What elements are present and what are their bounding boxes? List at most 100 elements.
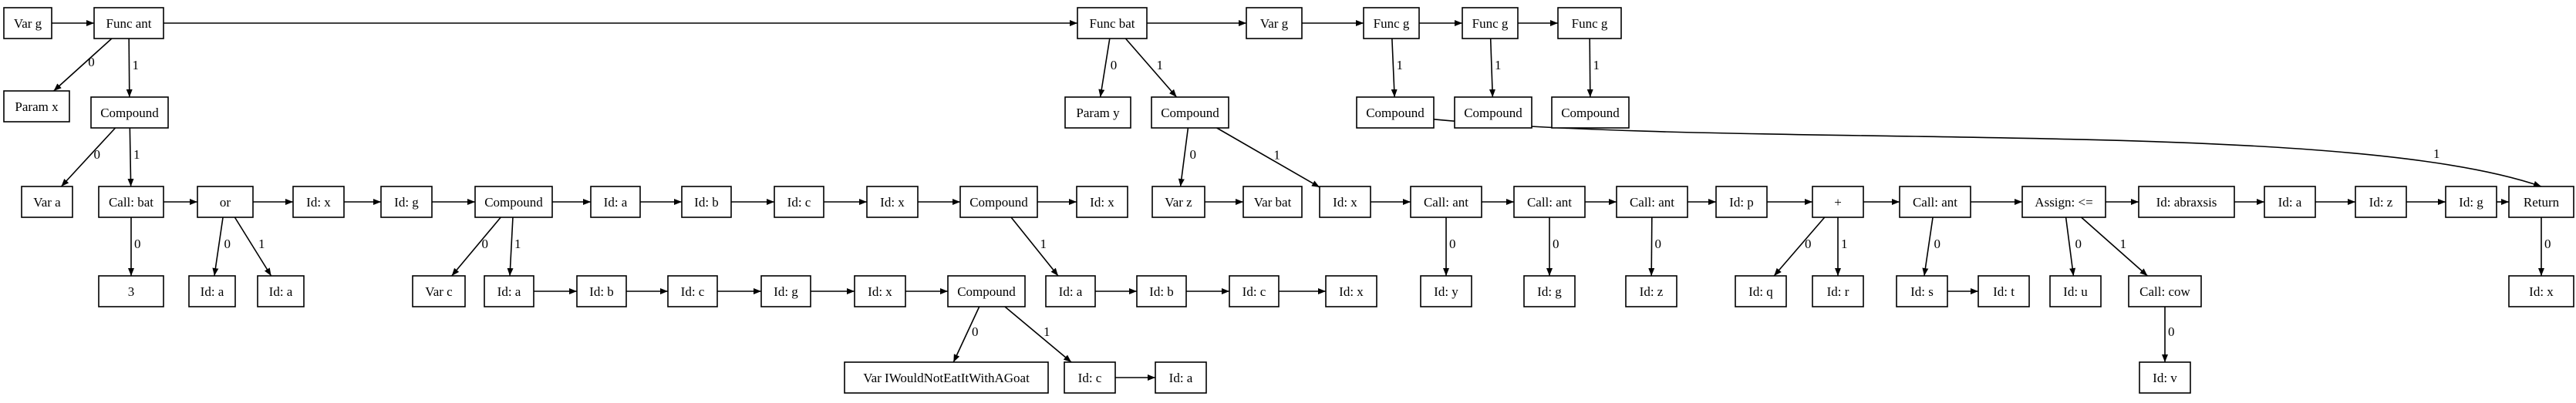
- edge-compound5-to-varz: [1178, 127, 1189, 187]
- node-label: Var g: [1260, 16, 1289, 31]
- edge-compound2-to-varc: [451, 217, 501, 277]
- node-idx3: Id: x: [866, 186, 919, 218]
- edge-label: 0: [2075, 237, 2082, 251]
- node-compound5: Compound: [1151, 96, 1229, 129]
- node-label: Id: b: [1149, 284, 1174, 299]
- edge-callant4-to-ids: [1922, 217, 1934, 277]
- edge-compound6-to-return: [1433, 119, 2542, 187]
- node-label: Param y: [1076, 106, 1120, 120]
- node-idz1: Id: z: [1625, 275, 1677, 307]
- node-vara: Var a: [21, 186, 73, 218]
- node-box: [1356, 96, 1435, 129]
- edge-label: 1: [1593, 58, 1600, 72]
- node-box: [1076, 186, 1128, 218]
- node-varbat: Var bat: [1242, 186, 1303, 218]
- node-plus: +: [1812, 186, 1864, 218]
- node-compound7: Compound: [1454, 96, 1532, 129]
- node-box: [844, 361, 1049, 394]
- node-assign: Assign: <=: [2021, 186, 2106, 218]
- node-return: Return: [2508, 186, 2574, 218]
- node-label: Id: a: [1169, 371, 1193, 385]
- node-label: Id: y: [1434, 284, 1458, 299]
- node-label: Compound: [957, 284, 1016, 299]
- node-box: [1410, 186, 1482, 218]
- node-funcbat: Func bat: [1077, 7, 1148, 39]
- node-box: [21, 186, 73, 218]
- node-idc2: Id: c: [1064, 361, 1116, 394]
- edge-label: 0: [1111, 58, 1118, 72]
- node-idb1: Id: b: [576, 275, 627, 307]
- node-box: [854, 275, 906, 307]
- node-label: Assign: <=: [2035, 195, 2092, 210]
- node-label: Compound: [1366, 106, 1425, 120]
- node-box: [3, 90, 70, 123]
- node-box: [1151, 186, 1205, 218]
- node-label: Id: a: [497, 284, 521, 299]
- node-idz2: Id: z: [2355, 186, 2407, 218]
- node-label: Id: a: [1059, 284, 1083, 299]
- node-label: or: [220, 195, 231, 210]
- node-box: [576, 275, 627, 307]
- node-label: Compound: [100, 106, 159, 120]
- edge-funcant-to-compound1: [126, 38, 133, 98]
- node-idg4: Id: g: [2445, 186, 2497, 218]
- node-box: [1064, 361, 1116, 394]
- node-box: [1513, 186, 1586, 218]
- node-ida3: Id: a: [484, 275, 534, 307]
- edge-compound3-to-idc2: [1004, 306, 1072, 363]
- edge-funcbat-to-compound5: [1124, 38, 1178, 98]
- edge-label: 0: [94, 147, 101, 162]
- node-box: [2508, 275, 2574, 307]
- node-box: [257, 275, 305, 307]
- node-ida6: Id: a: [1045, 275, 1096, 307]
- node-idc4: Id: c: [1229, 275, 1280, 307]
- edge-label: 0: [482, 237, 489, 251]
- node-idx1: Id: x: [292, 186, 345, 218]
- edge-compound2-to-ida3: [507, 217, 514, 277]
- edge-assign-to-idu: [2065, 217, 2076, 277]
- node-label: Compound: [1161, 106, 1219, 120]
- node-label: Param x: [15, 99, 59, 114]
- node-label: Compound: [1561, 106, 1620, 120]
- node-ida2: Id: a: [257, 275, 305, 307]
- node-box: [474, 186, 553, 218]
- node-idx7: Id: x: [2508, 275, 2574, 307]
- node-callbat: Call: bat: [98, 186, 164, 218]
- node-label: Id: x: [868, 284, 892, 299]
- node-box: [2138, 186, 2235, 218]
- node-box: [2264, 186, 2316, 218]
- edge-plus-to-idq: [1773, 217, 1826, 277]
- node-paramy: Param y: [1064, 96, 1131, 129]
- node-label: Id: x: [1339, 284, 1364, 299]
- node-label: Func ant: [106, 16, 151, 31]
- node-label: Id: x: [2529, 284, 2554, 299]
- edge-label: 0: [2168, 324, 2175, 339]
- node-idx5: Id: x: [1076, 186, 1128, 218]
- node-label: Id: g: [1537, 284, 1562, 299]
- node-box: [2128, 275, 2202, 307]
- node-box: [947, 275, 1026, 307]
- node-ida5: Id: a: [590, 186, 641, 218]
- node-callant2: Call: ant: [1513, 186, 1586, 218]
- node-label: Id: c: [681, 284, 705, 299]
- node-label: Call: ant: [1527, 195, 1572, 210]
- node-label: Id: a: [604, 195, 628, 210]
- node-box: [1325, 275, 1377, 307]
- node-varg1: Var g: [3, 7, 52, 39]
- node-ida4: Id: a: [1155, 361, 1207, 394]
- node-idx4: Id: x: [1325, 275, 1377, 307]
- node-varz: Var z: [1151, 186, 1205, 218]
- node-label: Call: bat: [109, 195, 153, 210]
- node-box: [1625, 275, 1677, 307]
- node-box: [1551, 96, 1630, 129]
- node-compound2: Compound: [474, 186, 553, 218]
- edge-label: 0: [2544, 237, 2551, 251]
- node-box: [1454, 96, 1532, 129]
- node-callant3: Call: ant: [1616, 186, 1688, 218]
- node-box: [1229, 275, 1280, 307]
- node-label: Id: q: [1748, 284, 1773, 299]
- edge-label: 1: [1397, 58, 1404, 72]
- node-idg2: Id: g: [760, 275, 811, 307]
- node-label: Id: g: [394, 195, 419, 210]
